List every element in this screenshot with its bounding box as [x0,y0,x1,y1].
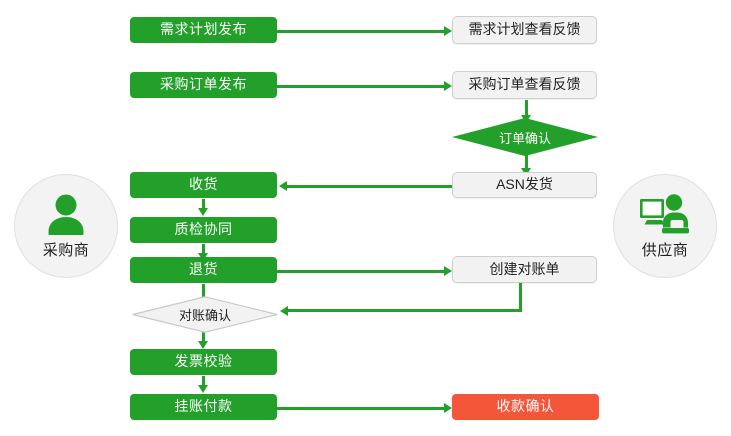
edge-return-to-statement-confirm-line [201,284,205,298]
node-invoice-check[interactable]: 发票校验 [130,349,277,375]
edge-demand-publish-to-feedback-line [277,29,445,33]
node-label: 收货 [189,176,218,193]
edge-receive-to-quality-line [201,199,205,211]
node-receive-goods[interactable]: 收货 [130,172,277,198]
node-create-statement[interactable]: 创建对账单 [452,256,597,283]
node-return-goods[interactable]: 退货 [130,257,277,283]
edge-po-publish-to-feedback-line [277,84,445,88]
node-label: 质检协同 [174,221,233,238]
node-label: 挂账付款 [174,398,233,415]
edge-po-publish-to-feedback-arrow [444,80,452,91]
node-demand-plan-publish[interactable]: 需求计划发布 [130,17,277,43]
actor-supplier[interactable]: 供应商 [613,174,717,278]
node-label: 订单确认 [498,130,551,146]
actor-supplier-label: 供应商 [641,242,689,259]
edge-invoice-to-payment-arrow [198,385,208,393]
edge-payment-to-receipt-line [277,406,445,410]
node-po-feedback[interactable]: 采购订单查看反馈 [452,71,597,99]
node-payable-payment[interactable]: 挂账付款 [130,394,277,420]
edge-receive-to-quality-arrow [198,208,208,216]
edge-create-statement-to-confirm-arrow [280,305,288,316]
node-label: 需求计划查看反馈 [468,21,581,38]
node-label: 创建对账单 [489,260,560,277]
node-label: 收款确认 [496,398,555,415]
diamond-shape-gray [132,296,278,333]
node-po-publish[interactable]: 采购订单发布 [130,72,277,98]
node-label: ASN发货 [496,176,553,193]
node-receipt-confirm[interactable]: 收款确认 [452,394,599,420]
node-label: 采购订单发布 [160,76,247,93]
edge-return-to-create-statement-line [277,269,445,273]
edge-po-feedback-to-order-confirm-line [524,100,528,119]
edge-asn-to-receive-arrow [279,180,287,191]
node-label: 退货 [189,261,218,278]
diamond-shape-green [452,118,598,156]
edge-statement-confirm-to-invoice-line [201,332,205,344]
buyer-person-icon [48,194,84,235]
node-asn-ship[interactable]: ASN发货 [452,172,597,198]
edge-create-statement-drop-line [519,283,522,312]
edge-statement-confirm-to-invoice-arrow [198,341,208,349]
node-label: 需求计划发布 [160,21,247,38]
edge-quality-to-return-line [201,244,205,256]
edge-asn-to-receive-line [287,184,455,188]
actor-buyer[interactable]: 采购商 [14,174,118,278]
edge-return-to-create-statement-arrow [444,265,452,276]
edge-payment-to-receipt-arrow [444,402,452,413]
supplier-person-computer-icon [640,194,689,234]
node-demand-plan-feedback[interactable]: 需求计划查看反馈 [452,16,597,44]
node-order-confirm[interactable]: 订单确认 [452,118,598,156]
node-quality-collab[interactable]: 质检协同 [130,217,277,243]
node-label: 对账确认 [178,308,231,323]
node-statement-confirm[interactable]: 对账确认 [132,296,278,333]
node-label: 采购订单查看反馈 [468,76,581,93]
edge-invoice-to-payment-line [201,376,205,388]
node-label: 发票校验 [174,353,233,370]
actor-buyer-label: 采购商 [42,242,90,259]
edge-order-confirm-to-asn-line [524,154,528,172]
edge-create-statement-to-confirm-line [288,309,522,312]
edge-demand-publish-to-feedback-arrow [444,25,452,36]
